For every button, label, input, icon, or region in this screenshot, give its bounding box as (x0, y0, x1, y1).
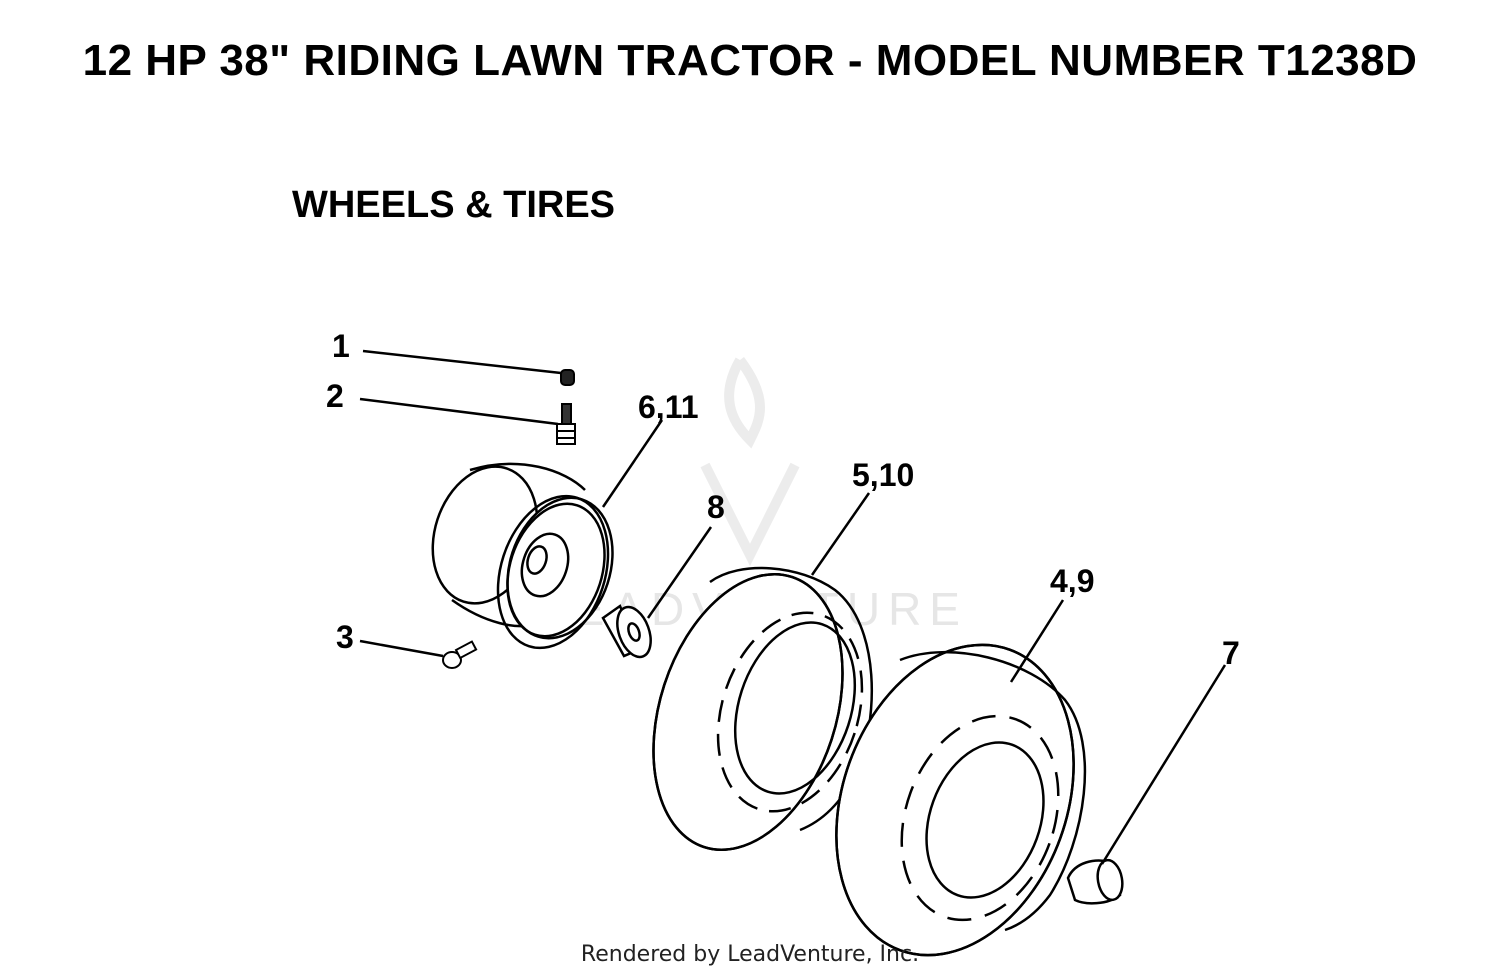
callout-8[interactable]: 8 (707, 489, 725, 525)
valve-cap-part[interactable] (560, 369, 575, 386)
rim-part[interactable] (416, 453, 630, 662)
callout-6-11[interactable]: 6,11 (638, 389, 699, 425)
hub-cap-part[interactable] (1066, 858, 1125, 905)
leader-lines (359, 349, 1227, 865)
leader-line-6-11 (601, 419, 664, 508)
leader-line-3 (359, 639, 444, 658)
callout-3[interactable]: 3 (336, 619, 354, 655)
leader-line-7 (1100, 664, 1227, 865)
callout-7[interactable]: 7 (1222, 635, 1240, 671)
leader-line-8 (646, 526, 713, 619)
watermark-logo (700, 357, 800, 567)
render-credit: Rendered by LeadVenture, Inc. (580, 942, 920, 967)
leader-line-2 (359, 397, 559, 426)
callout-4-9[interactable]: 4,9 (1050, 563, 1094, 599)
leader-line-1 (362, 349, 562, 375)
tire-front-part[interactable] (620, 550, 886, 874)
leader-line-5-10 (810, 492, 871, 576)
bolt-part[interactable] (442, 640, 478, 669)
valve-stem-part[interactable] (556, 403, 576, 445)
page-title: 12 HP 38" RIDING LAWN TRACTOR - MODEL NU… (82, 36, 1418, 85)
section-title: WHEELS & TIRES (292, 184, 616, 226)
leader-line-4-9 (1009, 599, 1065, 683)
tire-rear-part[interactable] (795, 611, 1115, 978)
callout-5-10[interactable]: 5,10 (852, 457, 914, 493)
callout-1[interactable]: 1 (332, 328, 350, 364)
bushing-part[interactable] (601, 602, 657, 661)
callout-2[interactable]: 2 (326, 378, 344, 414)
